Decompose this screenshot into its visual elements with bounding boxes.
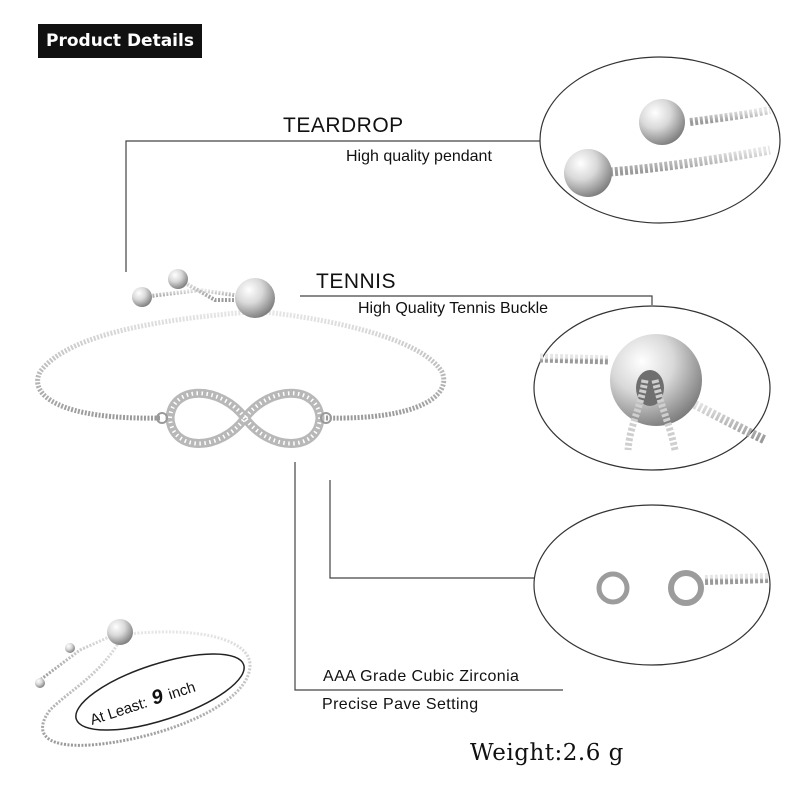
teardrop-subtitle: High quality pendant <box>346 148 492 165</box>
feature-pave-setting: Precise Pave Setting <box>322 696 479 713</box>
teardrop-title: TEARDROP <box>283 114 404 137</box>
clasp-closeup-icon <box>533 504 771 666</box>
weight-label: Weight:2.6 g <box>470 740 624 766</box>
tennis-subtitle: High Quality Tennis Buckle <box>358 300 549 317</box>
bead-closeup-icon <box>539 56 781 224</box>
product-details-badge: Product Details <box>38 24 202 58</box>
bracelet-size-icon: At Least:9inch <box>35 619 252 747</box>
feature-zirconia: AAA Grade Cubic Zirconia <box>323 668 520 685</box>
leader-lines <box>125 140 653 691</box>
tennis-title: TENNIS <box>316 270 397 293</box>
buckle-closeup-icon <box>533 305 771 471</box>
infinity-bracelet-icon <box>35 269 447 448</box>
